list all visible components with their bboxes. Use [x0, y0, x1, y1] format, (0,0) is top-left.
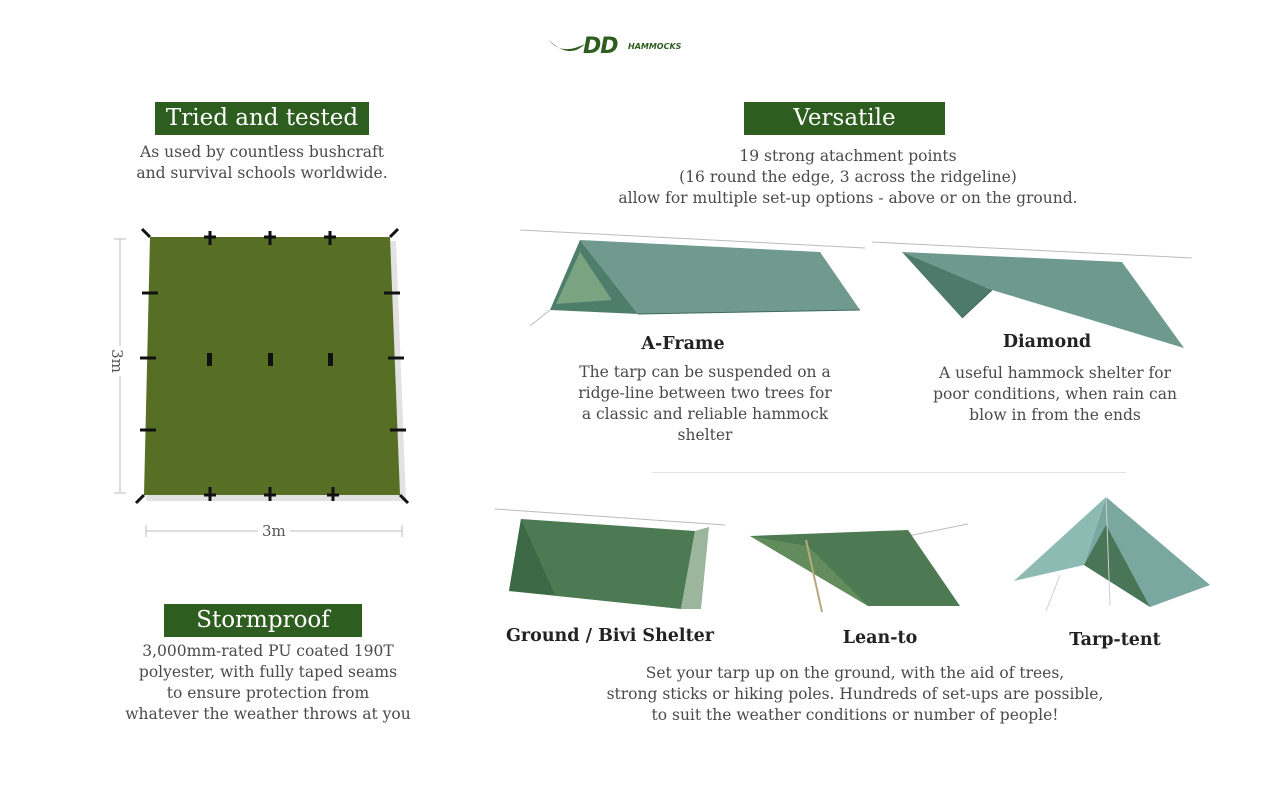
ground-line-2: strong sticks or hiking poles. Hundreds …	[606, 685, 1104, 703]
tarptent-image	[1014, 496, 1210, 612]
brand-logo	[545, 30, 705, 64]
width-label: 3m	[258, 522, 290, 540]
tarp-diagram	[114, 227, 410, 537]
stormproof-text: 3,000mm-rated PU coated 190T polyester, …	[88, 641, 448, 725]
bivi-label: Ground / Bivi Shelter	[505, 626, 715, 646]
diamond-line-1: A useful hammock shelter for	[938, 364, 1172, 382]
aframe-image	[520, 229, 865, 327]
diamond-line-2: poor conditions, when rain can	[933, 385, 1177, 403]
logo-swoosh-icon	[549, 40, 585, 52]
height-label: 3m	[107, 346, 126, 376]
ground-text: Set your tarp up on the ground, with the…	[545, 663, 1165, 726]
stormproof-heading: Stormproof	[164, 604, 362, 637]
section-divider	[652, 472, 1126, 473]
tarptent-label: Tarp-tent	[1069, 630, 1161, 650]
stormproof-line-3: to ensure protection from	[166, 684, 370, 702]
versatile-line-1: 19 strong atachment points	[739, 147, 957, 165]
logo-text: DD	[583, 34, 619, 59]
tried-line-2: and survival schools worldwide.	[136, 164, 388, 182]
tried-line-1: As used by countless bushcraft	[140, 143, 384, 161]
aframe-text: The tarp can be suspended on a ridge-lin…	[540, 362, 870, 446]
diamond-image	[872, 241, 1192, 348]
aframe-line-3: a classic and reliable hammock	[581, 405, 829, 423]
ground-line-3: to suit the weather conditions or number…	[651, 706, 1059, 724]
tried-text: As used by countless bushcraft and survi…	[95, 142, 429, 184]
aframe-line-2: ridge-line between two trees for	[578, 384, 832, 402]
aframe-line-1: The tarp can be suspended on a	[579, 363, 831, 381]
aframe-label: A-Frame	[641, 334, 725, 354]
diamond-line-3: blow in from the ends	[969, 406, 1141, 424]
leanto-label: Lean-to	[842, 628, 918, 648]
ground-line-1: Set your tarp up on the ground, with the…	[645, 664, 1065, 682]
edge-tabs	[140, 231, 406, 501]
stormproof-line-1: 3,000mm-rated PU coated 190T	[142, 642, 394, 660]
logo-subtext: HAMMOCKS	[628, 42, 682, 51]
versatile-line-3: allow for multiple set-up options - abov…	[618, 189, 1078, 207]
stormproof-line-2: polyester, with fully taped seams	[138, 663, 398, 681]
corner-ties	[134, 227, 410, 505]
versatile-heading: Versatile	[744, 102, 945, 135]
stormproof-line-4: whatever the weather throws at you	[125, 705, 411, 723]
leanto-image	[750, 523, 968, 613]
versatile-text: 19 strong atachment points (16 round the…	[548, 146, 1148, 209]
aframe-line-4: shelter	[677, 426, 733, 444]
bivi-image	[495, 508, 725, 609]
ridge-points	[207, 353, 333, 366]
diamond-label: Diamond	[1002, 332, 1092, 352]
diamond-text: A useful hammock shelter for poor condit…	[900, 363, 1210, 426]
tried-heading: Tried and tested	[155, 102, 369, 135]
versatile-line-2: (16 round the edge, 3 across the ridgeli…	[679, 168, 1017, 186]
